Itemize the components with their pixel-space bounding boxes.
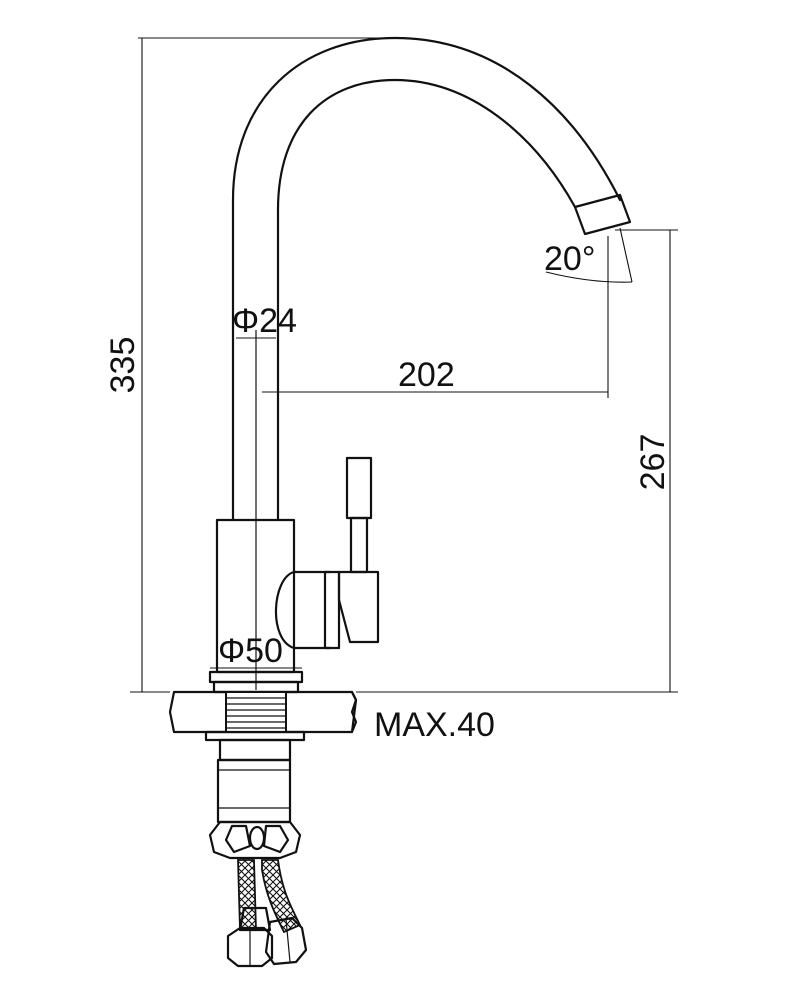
- dim-label-267: 267: [634, 434, 672, 491]
- dim-total-height: [130, 37, 395, 693]
- dim-label-max40: MAX.40: [374, 706, 495, 744]
- handle: [274, 456, 380, 650]
- mounting-nut: [204, 730, 306, 824]
- spout: [231, 36, 632, 522]
- dim-label-202: 202: [398, 356, 455, 394]
- thread-lines: [226, 697, 286, 729]
- hex-nut: [208, 820, 302, 860]
- dim-outlet-height: [356, 229, 678, 693]
- dim-spout-angle: [545, 227, 633, 283]
- dim-label-335: 335: [104, 337, 142, 394]
- dim-reach: [262, 236, 609, 398]
- dim-label-20deg: 20°: [544, 240, 595, 278]
- dim-label-phi24: Φ24: [232, 302, 297, 340]
- countertop-section: [168, 690, 358, 734]
- dim-label-phi50: Φ50: [218, 632, 283, 670]
- hose-fittings: [226, 906, 308, 968]
